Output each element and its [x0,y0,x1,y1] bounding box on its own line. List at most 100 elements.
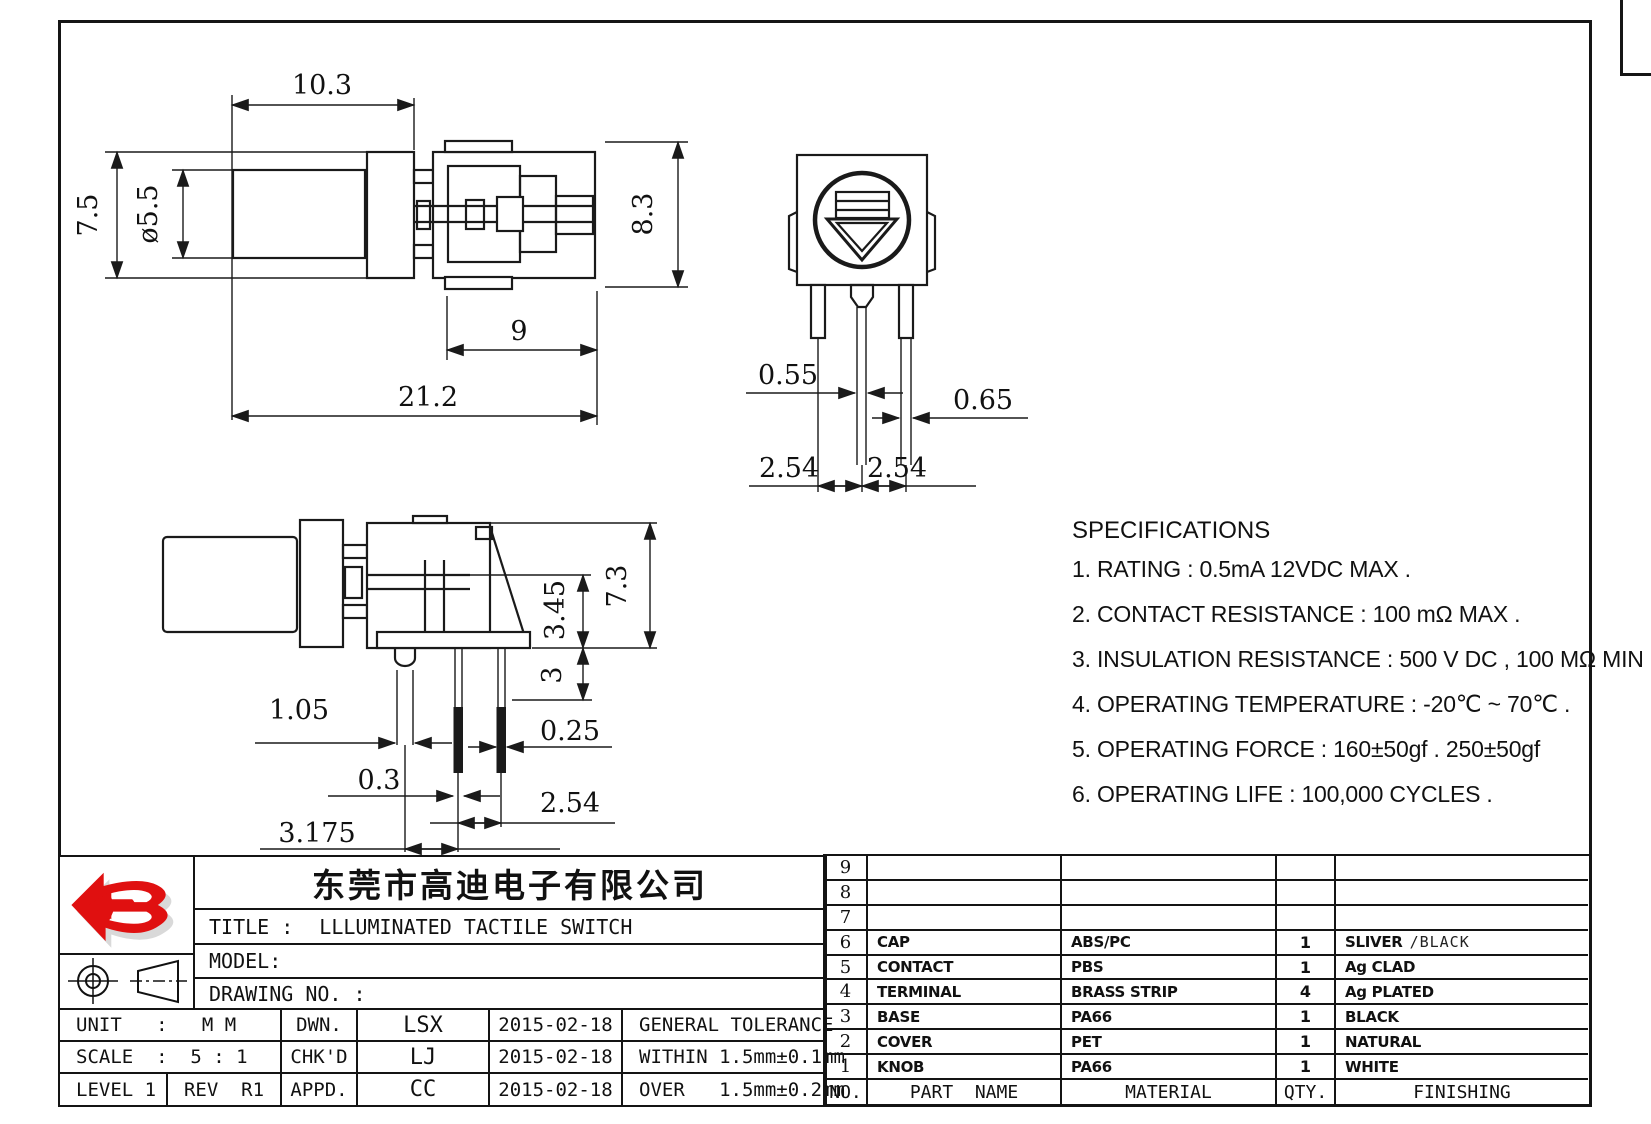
finishing-main: Ag CLAD [1345,958,1416,977]
chk-label: CHK'D [290,1046,348,1068]
unit-text: UNIT : M M [76,1014,237,1036]
parts-row-qty: 1 [1277,955,1336,981]
dwn-date: 2015-02-18 [498,1014,613,1036]
chk-value-cell: LJ [356,1040,490,1074]
unit-cell: UNIT : M M [58,1008,282,1042]
parts-row-part [868,856,1062,881]
parts-row-finishing: WHITE [1336,1055,1588,1081]
dim-leg3-width: 0.25 [540,716,600,747]
parts-row-finishing: BLACK [1336,1005,1588,1031]
parts-header-no: NO. [825,1080,868,1105]
dim-pitch-right: 2.54 [867,453,927,484]
dim-cap-width: 10.3 [292,70,352,101]
parts-row-finishing: SLIVER/BLACK [1336,931,1588,956]
rev-text: REV R1 [183,1078,265,1101]
parts-header-qty: QTY. [1277,1080,1336,1105]
rev-cell: REV R1 [166,1072,282,1107]
parts-row-part: COVER [868,1030,1062,1056]
spec-operating-life: 6. OPERATING LIFE : 100,000 CYCLES . [1072,781,1493,807]
parts-row-part: CONTACT [868,955,1062,981]
parts-row-no: 5 [825,955,868,981]
drawing-no-label: DRAWING NO. : [209,981,366,1006]
dim-total-height: 7.3 [602,565,633,608]
appd-label-cell: APPD. [280,1072,358,1107]
parts-row-no: 3 [825,1005,868,1031]
parts-row-finishing [1336,856,1588,881]
parts-row-material [1062,856,1277,881]
appd-date-cell: 2015-02-18 [488,1072,623,1107]
parts-row-material: PA66 [1062,1005,1277,1031]
finishing-main: Ag PLATED [1345,982,1434,1001]
scale-cell: SCALE : 5 : 1 [58,1040,282,1074]
level-cell: LEVEL 1 [58,1072,168,1107]
company-name: 东莞市高迪电子有限公司 [312,865,708,905]
parts-row-finishing: Ag PLATED [1336,980,1588,1006]
dim-leg-pitch: 2.54 [540,788,600,819]
chk-date: 2015-02-18 [498,1046,613,1068]
spec-contact-resistance: 2. CONTACT RESISTANCE : 100 mΩ MAX . [1072,601,1521,627]
finishing-main: NATURAL [1345,1032,1422,1051]
dim-leg2-width: 0.3 [358,765,401,796]
third-angle-projection-icon [68,958,187,1004]
parts-row-material [1062,905,1277,931]
parts-header-material: MATERIAL [1062,1080,1277,1105]
level-text: LEVEL 1 [76,1078,157,1101]
spec-operating-force: 5. OPERATING FORCE : 160±50gf . 250±50gf [1072,736,1541,762]
specifications-block: SPECIFICATIONS 1. RATING : 0.5mA 12VDC M… [1072,517,1644,817]
front-view: 0.55 0.65 2.54 2.54 [746,153,1028,493]
parts-row-finishing [1336,906,1588,931]
parts-row-material [1062,880,1277,906]
dim-overall-length: 21.2 [398,382,458,413]
parts-row-no: 6 [825,930,868,956]
finishing-alt: /BLACK [1409,933,1470,952]
parts-row-qty [1277,905,1336,931]
parts-row-qty: 1 [1277,930,1336,956]
parts-row-qty: 4 [1277,980,1336,1006]
parts-row-no: 2 [825,1030,868,1056]
scale-text: SCALE : 5 : 1 [76,1046,248,1068]
company-logo [71,872,174,948]
parts-row-finishing [1336,881,1588,906]
dwn-label: DWN. [296,1014,342,1036]
parts-row-material: ABS/PC [1062,930,1277,956]
tolerance-over: OVER 1.5mm±0.2mm [639,1078,845,1101]
appd-label: APPD. [290,1078,348,1101]
appd-value-cell: CC [356,1072,490,1107]
parts-row-qty [1277,856,1336,881]
sheet-corner-mark [1620,0,1651,76]
tolerance-over-cell: OVER 1.5mm±0.2mm [621,1072,845,1107]
parts-row-part: KNOB [868,1055,1062,1081]
parts-row-material: PBS [1062,955,1277,981]
bottom-view: 7.3 3.45 3 1.05 0.3 3.175 0.25 2.54 [161,514,657,856]
parts-row-no: 4 [825,980,868,1006]
projection-symbol-cell [58,953,195,1010]
dwn-value-cell: LSX [356,1008,490,1042]
tolerance-within-cell: WITHIN 1.5mm±0.1mm [621,1040,845,1074]
dim-mid-leg-width: 0.55 [758,360,818,391]
spec-operating-temperature: 4. OPERATING TEMPERATURE : -20℃ ~ 70℃ . [1072,691,1571,717]
parts-row-part: CAP [868,930,1062,956]
parts-row-finishing: Ag CLAD [1336,956,1588,981]
parts-row-material: BRASS STRIP [1062,980,1277,1006]
parts-row-no: 1 [825,1055,868,1081]
chk-value: LJ [409,1044,437,1070]
parts-header-part: PART NAME [868,1080,1062,1105]
drawing-no-row: DRAWING NO. : [193,977,827,1010]
title-row: TITLE : LLLUMINATED TACTILE SWITCH [193,908,827,945]
model-label: MODEL: [209,949,282,973]
dim-led-width: 1.05 [269,695,329,726]
tolerance-within: WITHIN 1.5mm±0.1mm [639,1046,845,1068]
parts-row-part: TERMINAL [868,980,1062,1006]
dwn-date-cell: 2015-02-18 [488,1008,623,1042]
parts-row-material: PA66 [1062,1055,1277,1081]
parts-row-no: 8 [825,880,868,906]
dim-cap-diameter: ø5.5 [133,184,164,243]
parts-row-no: 7 [825,905,868,931]
chk-label-cell: CHK'D [280,1040,358,1074]
dim-right-leg-width: 0.65 [953,385,1013,416]
tolerance-title: GENERAL TOLERANCE [639,1014,834,1036]
parts-header-finishing: FINISHING [1413,1082,1511,1104]
dim-body-height: 8.3 [628,193,659,236]
tolerance-title-cell: GENERAL TOLERANCE [621,1008,833,1042]
